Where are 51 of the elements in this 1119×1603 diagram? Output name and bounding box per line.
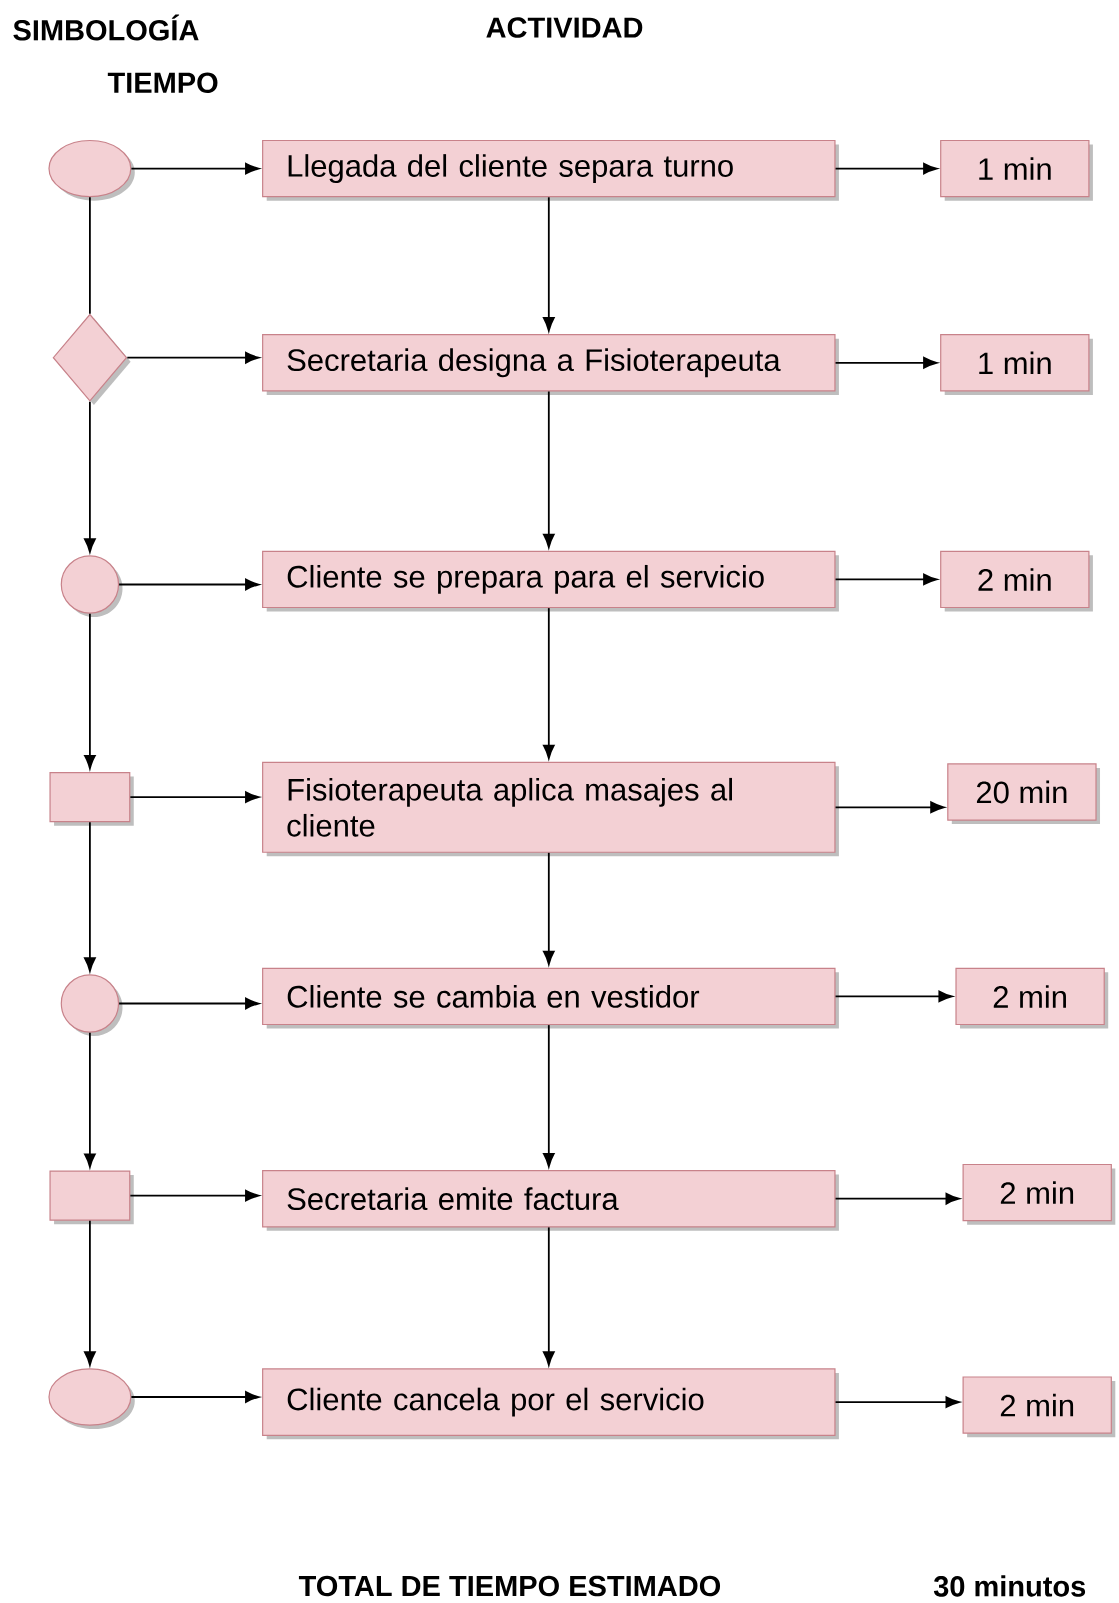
- arrow: [543, 196, 555, 332]
- activity-box: Secretaria emite factura: [262, 1170, 839, 1231]
- time-box: 2 min: [955, 967, 1109, 1029]
- arrow: [543, 607, 555, 759]
- circle-symbol: [60, 974, 123, 1037]
- heading: 30 minutos: [933, 1575, 1086, 1597]
- arrow: [834, 1192, 960, 1205]
- arrow: [834, 162, 938, 175]
- ellipse-symbol: [48, 139, 135, 201]
- arrow: [84, 612, 96, 770]
- heading: SIMBOLOGÍA: [13, 14, 199, 41]
- time-box: 2 min: [940, 550, 1093, 612]
- heading: TOTAL DE TIEMPO ESTIMADO: [298, 1575, 721, 1597]
- heading: TIEMPO: [107, 72, 218, 94]
- arrow: [118, 578, 260, 591]
- decision-diamond: [52, 313, 131, 406]
- arrow: [84, 1031, 96, 1168]
- activity-box: Cliente se prepara para el servicio: [262, 550, 839, 612]
- arrow: [543, 1226, 555, 1366]
- activity-box: Fisioterapeuta aplica masajes al cliente: [262, 761, 839, 857]
- time-box: 2 min: [962, 1376, 1116, 1438]
- activity-box: Cliente se cambia en vestidor: [262, 967, 839, 1029]
- arrow: [543, 851, 555, 965]
- time-box: 1 min: [940, 334, 1093, 395]
- ellipse-symbol: [48, 1368, 135, 1430]
- arrow: [84, 1219, 96, 1366]
- rectangle-symbol: [49, 1170, 134, 1225]
- arrow: [84, 821, 96, 972]
- arrow: [834, 573, 938, 586]
- activity-box: Llegada del cliente separa turno: [262, 139, 839, 201]
- arrow: [84, 400, 96, 553]
- arrow: [130, 1391, 260, 1403]
- heading: ACTIVIDAD: [486, 17, 643, 38]
- arrow: [543, 1024, 555, 1168]
- activity-box: Secretaria designa a Fisioterapeuta: [262, 334, 839, 395]
- time-box: 1 min: [940, 139, 1093, 201]
- arrow: [834, 1396, 960, 1408]
- time-box: 20 min: [947, 763, 1100, 825]
- arrow: [834, 801, 945, 814]
- arrow: [834, 357, 938, 369]
- activity-box: Cliente cancela por el servicio: [262, 1368, 839, 1440]
- arrow: [126, 351, 260, 364]
- arrow: [129, 791, 260, 803]
- rectangle-symbol: [49, 771, 134, 826]
- arrow: [130, 162, 260, 175]
- arrow: [118, 997, 260, 1010]
- time-box: 2 min: [962, 1163, 1116, 1225]
- circle-symbol: [60, 555, 123, 618]
- arrow: [543, 390, 555, 548]
- arrow: [834, 990, 953, 1003]
- arrow: [129, 1189, 260, 1202]
